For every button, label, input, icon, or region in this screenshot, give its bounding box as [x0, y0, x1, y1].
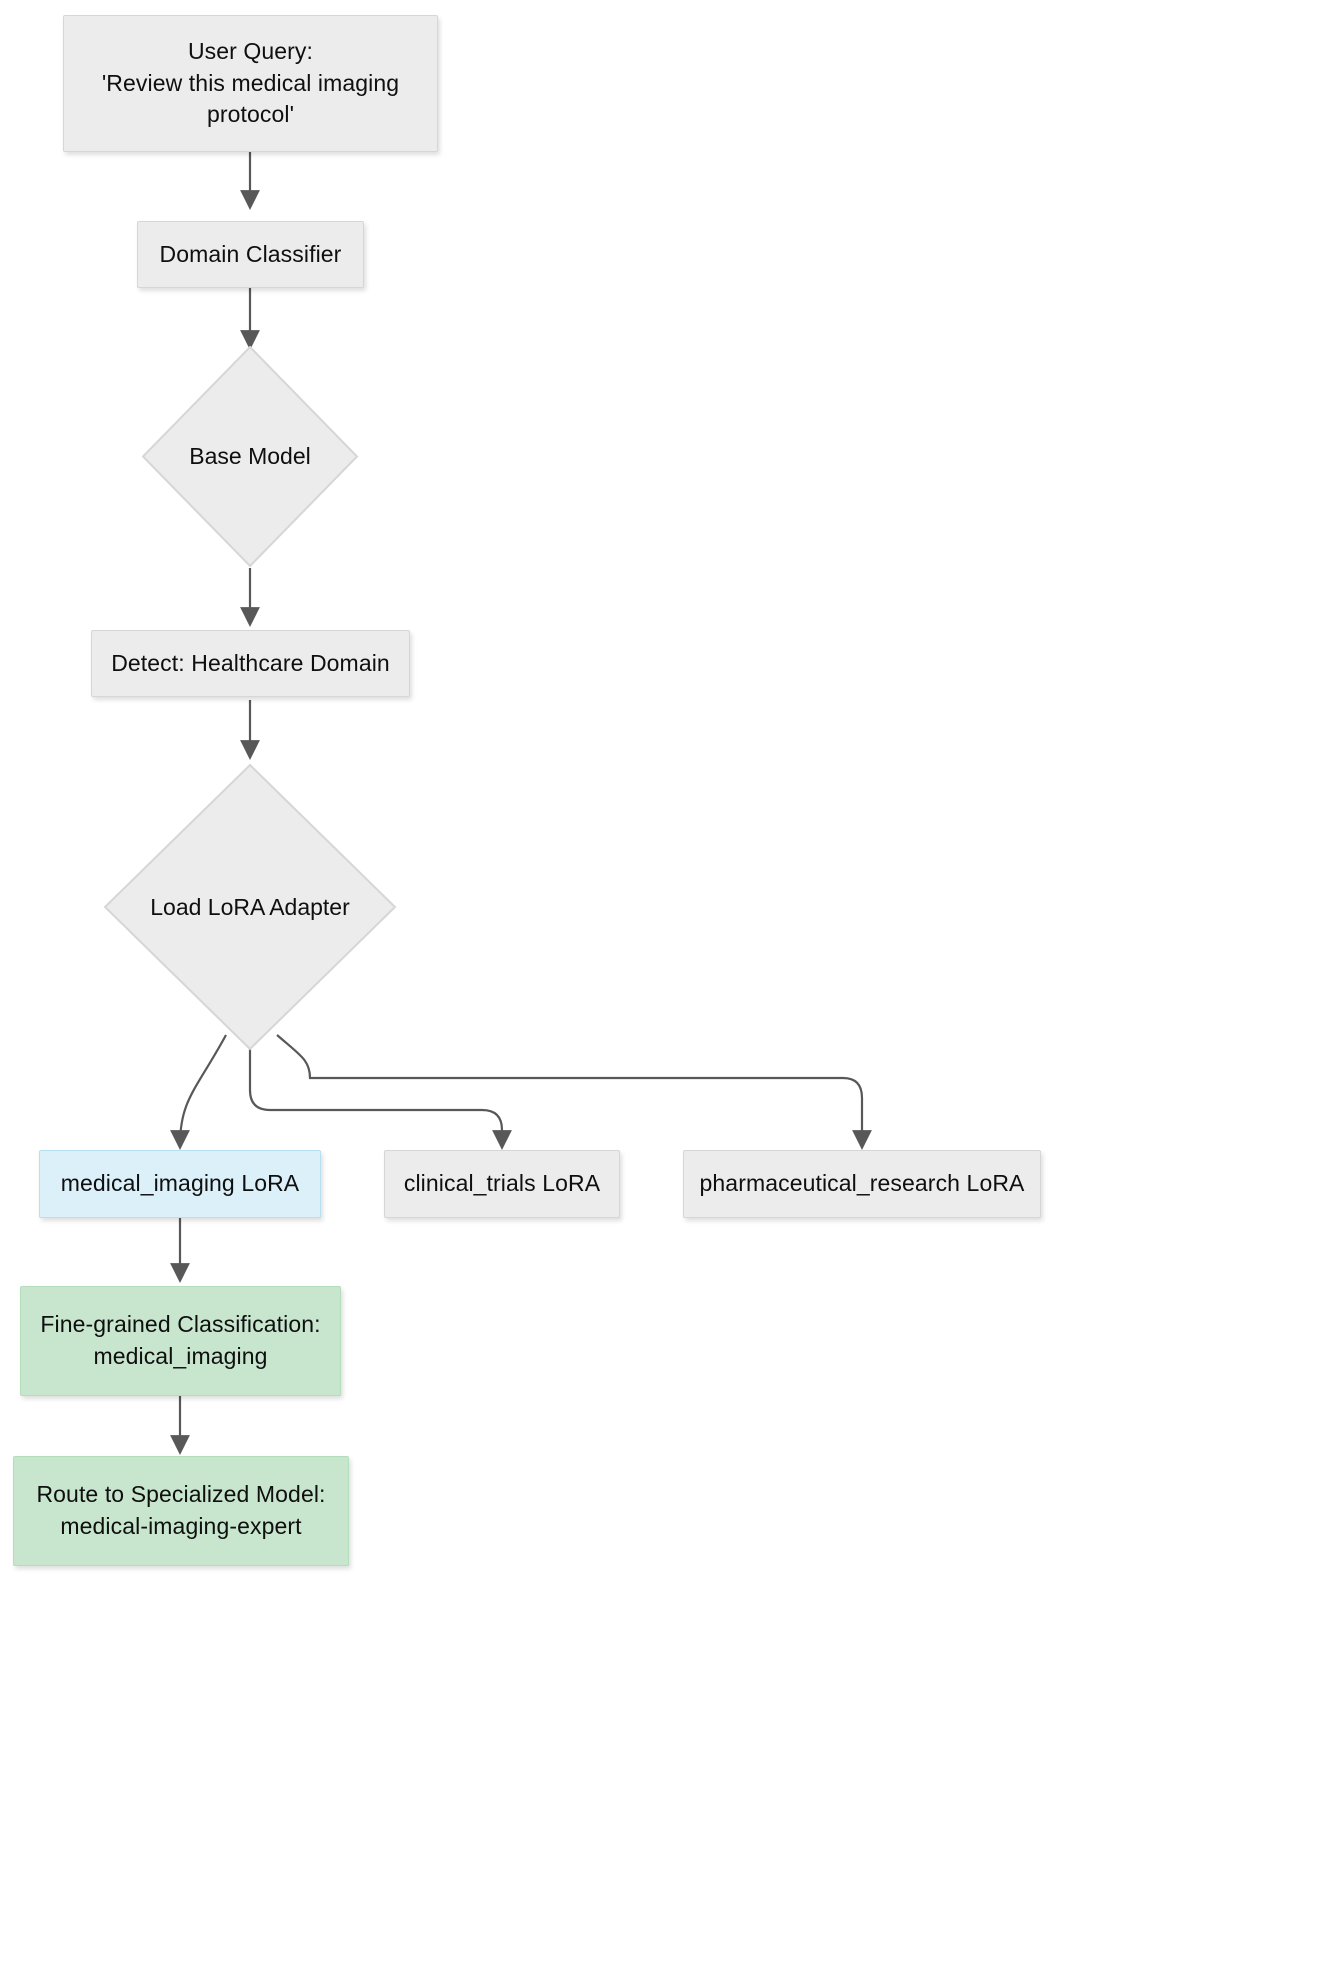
node-pharmaceutical-research-lora[interactable]: pharmaceutical_research LoRA	[683, 1150, 1041, 1218]
node-clinical-trials-lora[interactable]: clinical_trials LoRA	[384, 1150, 620, 1218]
node-load-lora-adapter-label: Load LoRA Adapter	[150, 893, 350, 920]
node-detect-healthcare-domain-label: Detect: Healthcare Domain	[111, 649, 390, 676]
node-route-to-specialized-model-label: Route to Specialized Model: medical-imag…	[36, 1481, 326, 1539]
node-domain-classifier[interactable]: Domain Classifier	[137, 221, 364, 288]
edge-load-lora-to-medical-imaging	[170, 1034, 227, 1150]
node-domain-classifier-label: Domain Classifier	[159, 240, 342, 267]
base-model-diamond-shape	[141, 345, 359, 568]
node-user-query-label: User Query: 'Review this medical imaging…	[101, 37, 400, 128]
node-fine-grained-classification[interactable]: Fine-grained Classification: medical_ima…	[20, 1286, 341, 1396]
node-detect-healthcare-domain[interactable]: Detect: Healthcare Domain	[91, 630, 410, 697]
node-fine-grained-classification-label: Fine-grained Classification: medical_ima…	[40, 1311, 321, 1369]
edge-load-lora-to-clinical-trials	[248, 1040, 512, 1150]
node-base-model[interactable]: Base Model	[141, 345, 359, 568]
node-medical-imaging-lora-label: medical_imaging LoRA	[60, 1170, 300, 1197]
node-route-to-specialized-model[interactable]: Route to Specialized Model: medical-imag…	[13, 1456, 349, 1566]
edge-load-lora-to-pharmaceutical-research	[276, 1034, 872, 1150]
node-pharmaceutical-research-lora-label: pharmaceutical_research LoRA	[699, 1170, 1025, 1197]
node-user-query[interactable]: User Query: 'Review this medical imaging…	[63, 15, 438, 152]
node-clinical-trials-lora-label: clinical_trials LoRA	[403, 1170, 601, 1197]
node-load-lora-adapter[interactable]: Load LoRA Adapter	[103, 763, 397, 1051]
load-lora-adapter-diamond-shape	[103, 763, 397, 1051]
node-medical-imaging-lora[interactable]: medical_imaging LoRA	[39, 1150, 321, 1218]
node-base-model-label: Base Model	[189, 443, 311, 469]
